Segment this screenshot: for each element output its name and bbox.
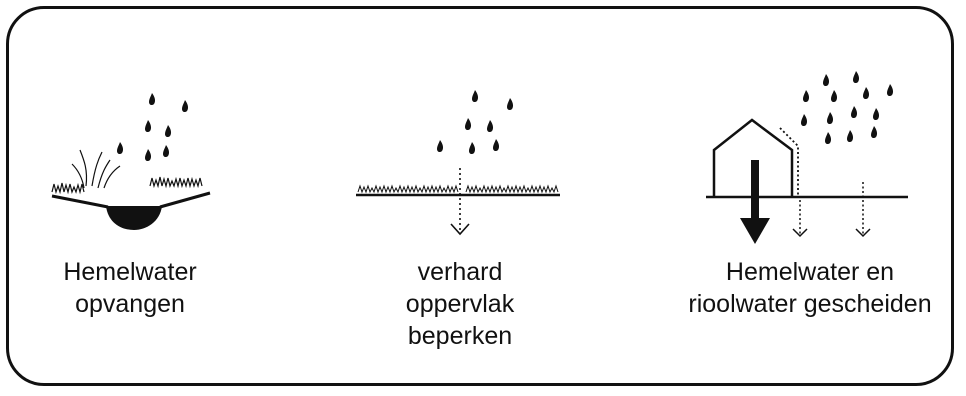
- gutter-downpipe-icon: [779, 127, 799, 196]
- sewer-arrow-icon: [740, 160, 770, 244]
- raindrops-icon: [801, 71, 894, 145]
- soil-infiltration-arrow-icon: [855, 182, 871, 238]
- rainwater-infiltration-arrow-icon: [792, 200, 808, 238]
- raindrops-icon: [437, 90, 514, 155]
- caption-line: Hemelwater: [63, 258, 197, 286]
- panel-separate-water: Hemelwater en rioolwater gescheiden: [660, 0, 960, 396]
- panel-rainwater-capture: Hemelwater opvangen: [0, 0, 260, 396]
- retention-basin-icon: [106, 206, 162, 230]
- infiltration-arrow-icon: [450, 168, 470, 236]
- grass-icon: [51, 149, 203, 195]
- caption-line: opvangen: [75, 290, 185, 318]
- caption-limit-paved-surface: verhard oppervlak beperken: [320, 256, 600, 352]
- raindrops-icon: [117, 93, 189, 162]
- caption-line: beperken: [407, 322, 513, 350]
- caption-separate-water: Hemelwater en rioolwater gescheiden: [660, 256, 960, 320]
- caption-line: verhard: [417, 258, 503, 286]
- rain-capture-illustration: [51, 93, 211, 230]
- house-icon: [712, 118, 794, 196]
- diagram-frame: [6, 6, 954, 386]
- ground-line: [51, 191, 211, 209]
- caption-rainwater-capture: Hemelwater opvangen: [0, 256, 260, 320]
- grass-icon: [357, 184, 559, 194]
- caption-line: Hemelwater en: [725, 258, 895, 286]
- caption-line: oppervlak: [405, 290, 515, 318]
- caption-line: rioolwater gescheiden: [688, 290, 932, 318]
- separate-water-illustration: [706, 71, 908, 244]
- panel-limit-paved-surface: verhard oppervlak beperken: [320, 0, 600, 396]
- paved-surface-illustration: [356, 90, 560, 236]
